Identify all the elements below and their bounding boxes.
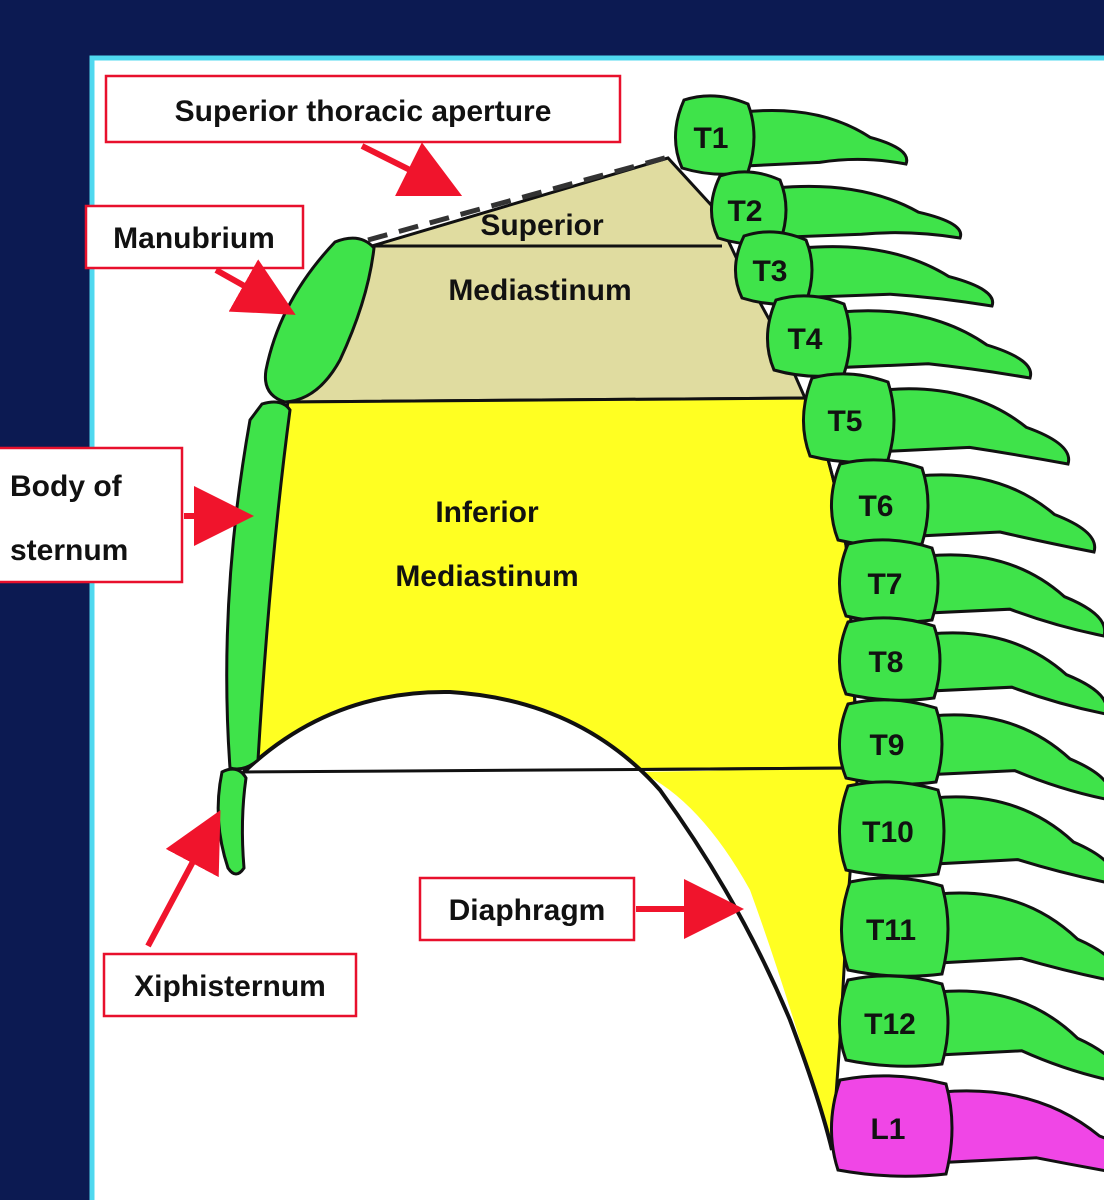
callout-xiphisternum: Xiphisternum [102,810,358,1018]
vertebra-label-t7: T7 [867,568,902,601]
vertebra-body-t9 [837,698,944,786]
vertebra-process-t4 [838,309,1033,380]
vertebra-body-l1 [830,1074,954,1178]
superior-label-line2: Mediastinum [448,274,631,307]
vertebra-process-t11 [936,891,1104,981]
vertebra-label-t12: T12 [864,1008,916,1041]
callout-body-text-line1: Body of [10,470,123,503]
vertebra-process-t9 [930,713,1104,801]
inferior-base-line [243,766,859,774]
callout-diaphragm: Diaphragm [418,876,744,942]
vertebra-label-t5: T5 [827,405,862,438]
callout-body-text-line2: sternum [10,534,128,567]
inferior-label-line1: Inferior [435,496,539,529]
vertebra-label-t3: T3 [752,255,787,288]
vertebra-process-t7 [926,553,1104,638]
vertebra-label-t8: T8 [868,646,903,679]
superior-aperture-dashed-line [367,153,673,243]
vertebra-process-t3 [800,245,995,308]
vertebra-body-t12 [838,974,950,1068]
arrow-manubrium [214,259,296,315]
vertebra-label-l1: L1 [870,1113,905,1146]
vertebra-body-t8 [837,616,942,702]
vertebra-process-t2 [774,184,963,240]
callout-manubrium: Manubrium [84,204,305,315]
callout-body-of-sternum: Body of sternum [0,446,254,584]
callout-superior-aperture: Superior thoracic aperture [104,74,622,197]
vertebra-process-t10 [932,795,1104,884]
vertebra-process-t6 [916,473,1097,554]
vertebra-body-t11 [840,876,950,978]
vertebra-process-t5 [882,387,1071,466]
vertebra-process-t1 [742,108,909,168]
vertebra-process-l1 [940,1089,1104,1173]
vertebra-label-t11: T11 [866,914,916,947]
callout-manubrium-text: Manubrium [113,222,275,255]
vertebra-body-t10 [838,780,946,878]
callout-diaphragm-text: Diaphragm [449,894,606,927]
vertebra-label-t10: T10 [862,816,914,849]
callout-xiphisternum-text: Xiphisternum [134,970,326,1003]
vertebra-label-t9: T9 [869,729,904,762]
vertebra-process-t12 [936,989,1104,1081]
arrow-xiphisternum [145,810,221,948]
vertebra-body-t7 [837,538,940,624]
manubrium-bone [263,236,376,404]
posterior-recess [640,768,858,1150]
inferior-label-line2: Mediastinum [395,560,578,593]
vertebra-label-t2: T2 [727,195,762,228]
superior-label-line1: Superior [480,209,604,242]
diaphragm-line [242,689,834,1151]
callout-superior-aperture-text: Superior thoracic aperture [175,95,552,128]
vertebra-label-t4: T4 [787,323,822,356]
vertebra-label-t1: T1 [693,122,728,155]
arrow-superior-aperture [360,142,463,197]
vertebra-process-t8 [928,631,1104,716]
vertebra-label-t6: T6 [858,490,893,523]
